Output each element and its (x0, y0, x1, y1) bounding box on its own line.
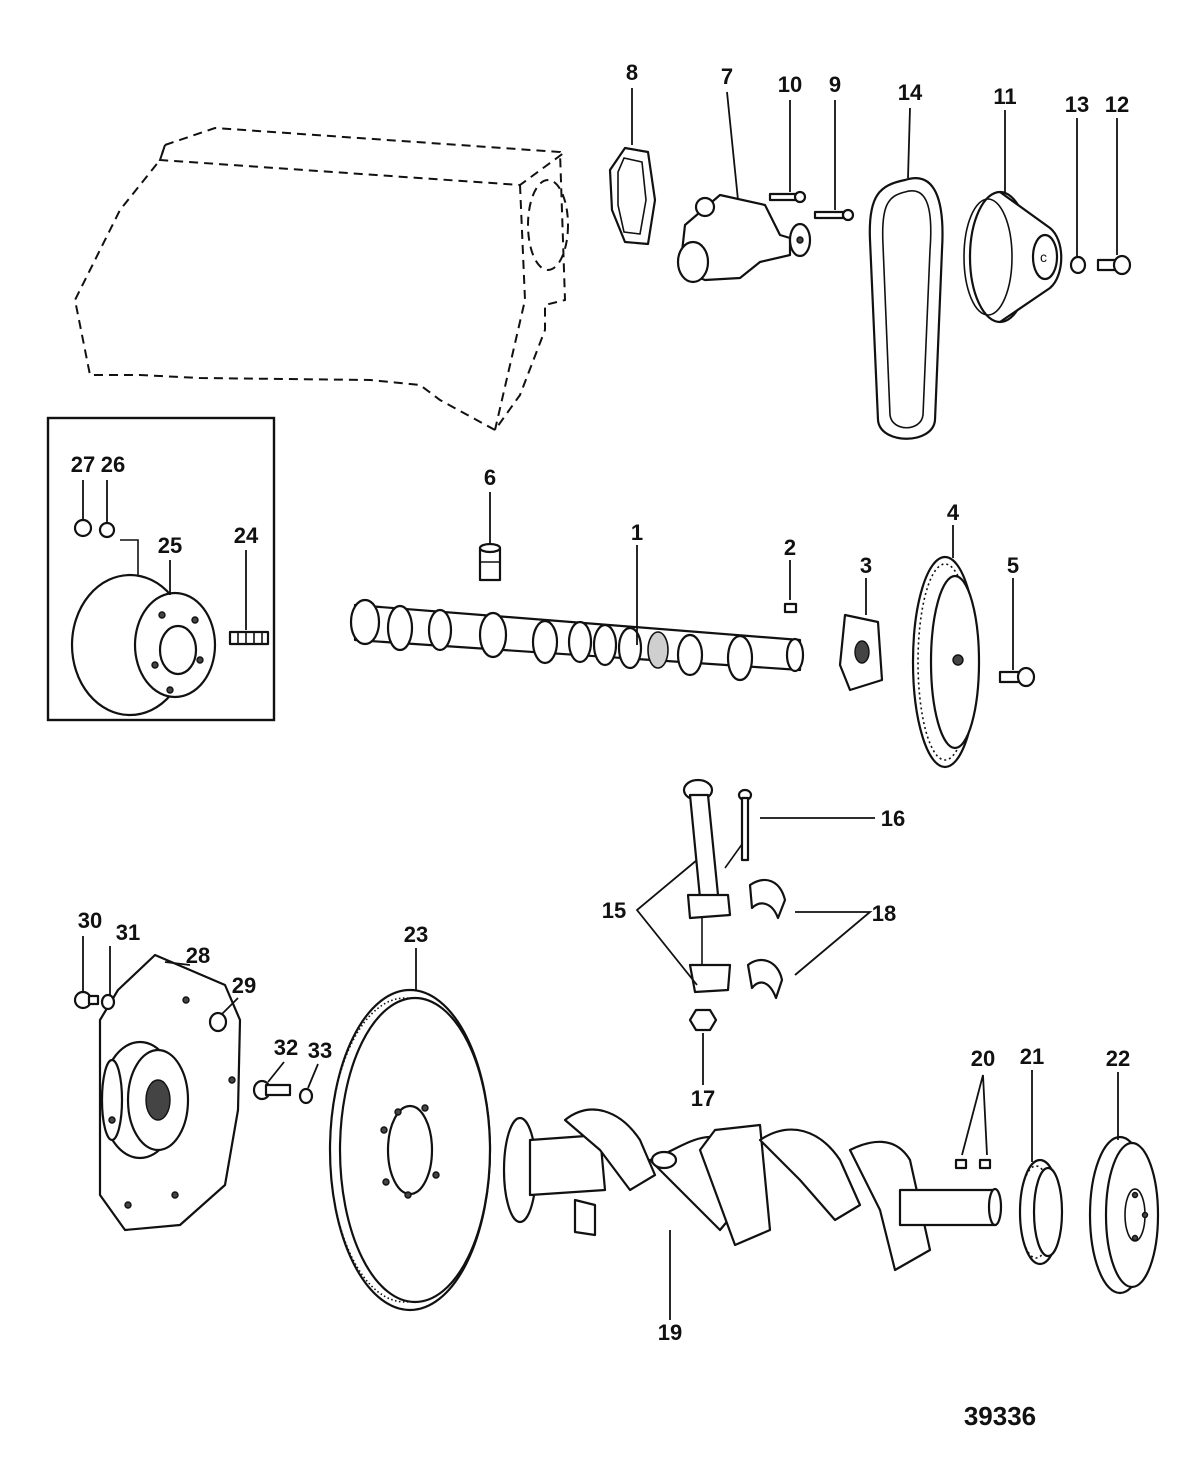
inset-box (46, 416, 276, 722)
callout-17: 17 (691, 1086, 715, 1111)
pulley-fasteners (1069, 254, 1132, 276)
callout-6: 6 (484, 465, 496, 490)
camshaft-gear (911, 555, 981, 769)
callout-22: 22 (1106, 1046, 1130, 1071)
callout-28: 28 (186, 943, 210, 968)
flywheel-plate (98, 953, 242, 1232)
callout-23: 23 (404, 922, 428, 947)
crankshaft-keys (954, 1158, 992, 1170)
callout-4: 4 (947, 500, 960, 525)
callout-9: 9 (829, 72, 841, 97)
callout-2: 2 (784, 535, 796, 560)
camshaft-key (783, 602, 798, 614)
callout-15: 15 (602, 898, 626, 923)
callout-32: 32 (274, 1035, 298, 1060)
callout-30: 30 (78, 908, 102, 933)
connecting-rod (682, 778, 746, 994)
water-pump-pulley: c (963, 190, 1063, 324)
callout-12: 12 (1105, 92, 1129, 117)
harmonic-balancer (1088, 1135, 1160, 1295)
callout-labels: 8 7 10 9 14 11 13 12 27 26 25 24 6 1 2 3… (71, 60, 1130, 1345)
callout-25: 25 (158, 533, 182, 558)
callout-20: 20 (971, 1046, 995, 1071)
callout-18: 18 (872, 901, 896, 926)
callout-29: 29 (232, 973, 256, 998)
callout-1: 1 (631, 520, 643, 545)
rod-nut (688, 1008, 718, 1032)
callout-14: 14 (898, 80, 923, 105)
thrust-plate (838, 613, 884, 692)
water-pump-gasket (608, 146, 657, 246)
leader-lines (82, 88, 1119, 1320)
valve-lifter (478, 542, 502, 582)
crankshaft-gear (1018, 1158, 1064, 1266)
water-pump (676, 193, 812, 284)
callout-24: 24 (234, 523, 259, 548)
camshaft (349, 598, 805, 682)
drive-belt (868, 177, 944, 440)
callout-7: 7 (721, 64, 733, 89)
crankshaft (502, 1108, 1003, 1272)
water-pump-bolts (768, 100, 855, 222)
callout-3: 3 (860, 553, 872, 578)
callout-31: 31 (116, 920, 140, 945)
callout-10: 10 (778, 72, 802, 97)
callout-16: 16 (881, 806, 905, 831)
flywheel (328, 988, 492, 1312)
figure-number: 39336 (964, 1401, 1036, 1431)
plate-fasteners (73, 990, 314, 1105)
callout-13: 13 (1065, 92, 1089, 117)
callout-19: 19 (658, 1320, 682, 1345)
rod-bolt (737, 788, 753, 862)
callout-8: 8 (626, 60, 638, 85)
svg-text:c: c (1040, 249, 1047, 265)
engine-block-outline (73, 126, 569, 432)
callout-27: 27 (71, 452, 95, 477)
callout-11: 11 (993, 84, 1016, 109)
callout-21: 21 (1020, 1044, 1044, 1069)
rod-bearings (746, 878, 787, 1000)
callout-5: 5 (1007, 553, 1019, 578)
callout-33: 33 (308, 1038, 332, 1063)
camshaft-gear-bolt (998, 666, 1036, 688)
callout-26: 26 (101, 452, 125, 477)
